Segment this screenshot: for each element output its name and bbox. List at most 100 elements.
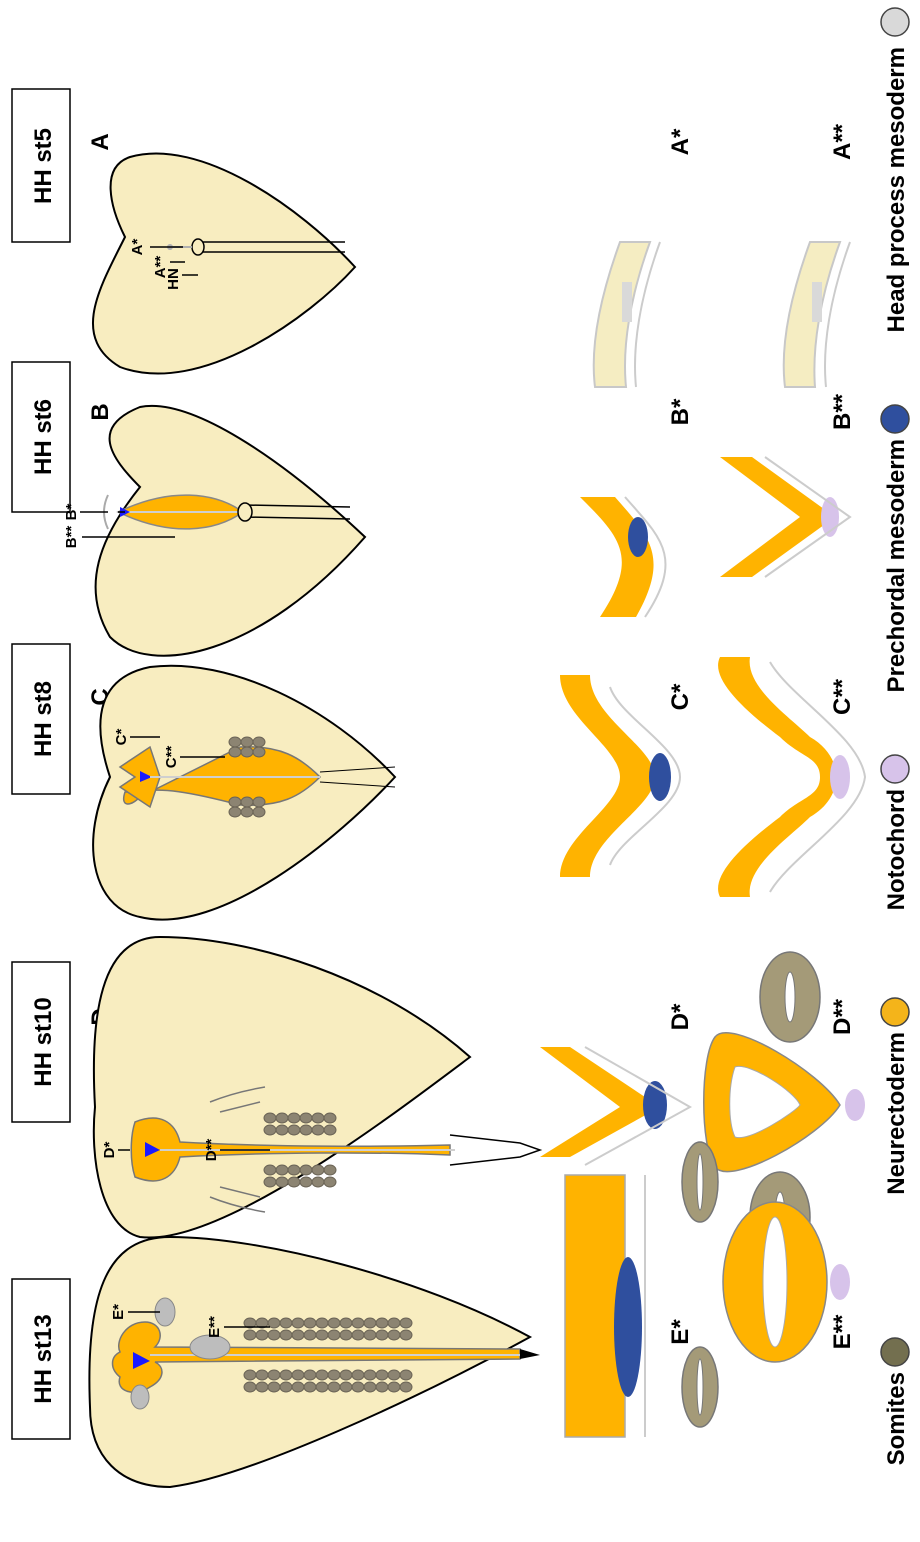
- stage-title-C: HH st8: [12, 644, 70, 794]
- somite: [328, 1370, 340, 1380]
- somite: [316, 1318, 328, 1328]
- panel-label-A: A: [87, 133, 114, 150]
- ann-A-star: A*: [129, 239, 146, 256]
- svg-text:D**: D**: [829, 998, 856, 1035]
- svg-text:HH st5: HH st5: [30, 128, 57, 204]
- ann-B-dstar: B**: [63, 526, 80, 549]
- legend-item-head-process: Head process mesoderm: [881, 8, 910, 332]
- stage-title-D: HH st10: [12, 962, 70, 1122]
- somite: [304, 1382, 316, 1392]
- somite: [292, 1330, 304, 1340]
- somite: [316, 1330, 328, 1340]
- legend-item-notochord: Notochord: [881, 755, 910, 910]
- ann-E-dstar: E**: [206, 1316, 223, 1338]
- svg-text:C*: C*: [667, 683, 694, 710]
- svg-text:HH st8: HH st8: [30, 681, 57, 757]
- svg-text:Prechordal mesoderm: Prechordal mesoderm: [883, 439, 910, 692]
- stage-title-E: HH st13: [12, 1279, 70, 1439]
- somite: [364, 1382, 376, 1392]
- somite: [376, 1382, 388, 1392]
- somite: [352, 1330, 364, 1340]
- panel-label-B: B: [87, 403, 114, 420]
- somite: [388, 1370, 400, 1380]
- section-E-star: E*: [565, 1175, 694, 1437]
- svg-text:HH st10: HH st10: [30, 997, 57, 1086]
- somite: [400, 1370, 412, 1380]
- svg-text:B*: B*: [667, 398, 694, 425]
- somite: [256, 1330, 268, 1340]
- stage-title-B: HH st6: [12, 362, 70, 512]
- somite: [400, 1318, 412, 1328]
- somite: [244, 1382, 256, 1392]
- section-B-star: B*: [580, 398, 694, 617]
- somite: [292, 1382, 304, 1392]
- svg-text:D*: D*: [667, 1003, 694, 1030]
- svg-text:B**: B**: [829, 393, 856, 430]
- somite: [364, 1370, 376, 1380]
- somite: [376, 1318, 388, 1328]
- somite: [340, 1318, 352, 1328]
- somite: [328, 1382, 340, 1392]
- somite: [400, 1330, 412, 1340]
- somite: [388, 1330, 400, 1340]
- svg-text:Head process mesoderm: Head process mesoderm: [883, 47, 910, 332]
- somite: [256, 1370, 268, 1380]
- section-C-dstar: C**: [718, 657, 865, 897]
- ann-D-star: D*: [101, 1142, 118, 1159]
- svg-text:HH st13: HH st13: [30, 1314, 57, 1403]
- somite: [340, 1370, 352, 1380]
- ann-D-dstar: D**: [203, 1139, 220, 1162]
- somite: [268, 1370, 280, 1380]
- svg-text:C**: C**: [829, 678, 856, 715]
- somite: [304, 1330, 316, 1340]
- somite: [364, 1330, 376, 1340]
- somite: [280, 1318, 292, 1328]
- somite: [256, 1382, 268, 1392]
- somite: [352, 1318, 364, 1328]
- somite: [244, 1370, 256, 1380]
- stage-title-A: HH st5: [12, 89, 70, 242]
- embryo-E: E E* E**: [87, 1237, 540, 1487]
- somite: [364, 1318, 376, 1328]
- svg-text:A*: A*: [667, 128, 694, 155]
- legend-item-prechordal: Prechordal mesoderm: [881, 405, 910, 692]
- somite: [388, 1382, 400, 1392]
- svg-text:Neurectoderm: Neurectoderm: [883, 1032, 910, 1195]
- somite: [280, 1370, 292, 1380]
- embryo-D: D D* D**: [87, 937, 540, 1238]
- somite: [328, 1318, 340, 1328]
- somite: [400, 1382, 412, 1392]
- somite: [292, 1318, 304, 1328]
- somite: [340, 1382, 352, 1392]
- somite: [280, 1330, 292, 1340]
- somite: [328, 1330, 340, 1340]
- somite: [352, 1370, 364, 1380]
- somite: [376, 1330, 388, 1340]
- somite: [316, 1382, 328, 1392]
- legend-item-somites: Somites: [881, 1338, 910, 1465]
- somite: [268, 1382, 280, 1392]
- section-A-star: A*: [594, 128, 694, 387]
- svg-text:Notochord: Notochord: [883, 789, 910, 910]
- ann-C-star: C*: [113, 729, 130, 746]
- svg-text:Somites: Somites: [883, 1372, 910, 1465]
- somite: [244, 1330, 256, 1340]
- ann-E-star: E*: [110, 1304, 127, 1320]
- embryo-C: C C* C**: [87, 666, 395, 920]
- somite: [376, 1370, 388, 1380]
- embryo-B: B B* B**: [63, 403, 365, 655]
- somite: [316, 1370, 328, 1380]
- svg-text:E**: E**: [829, 1314, 856, 1349]
- somite: [388, 1318, 400, 1328]
- ann-HN: HN: [165, 268, 182, 290]
- somite: [352, 1382, 364, 1392]
- somite: [268, 1330, 280, 1340]
- svg-text:A**: A**: [829, 123, 856, 160]
- somite: [292, 1370, 304, 1380]
- svg-text:E*: E*: [667, 1319, 694, 1345]
- section-D-star: D*: [540, 1003, 694, 1165]
- section-C-star: C*: [560, 675, 694, 877]
- section-A-dstar: A**: [784, 123, 856, 387]
- somite: [304, 1370, 316, 1380]
